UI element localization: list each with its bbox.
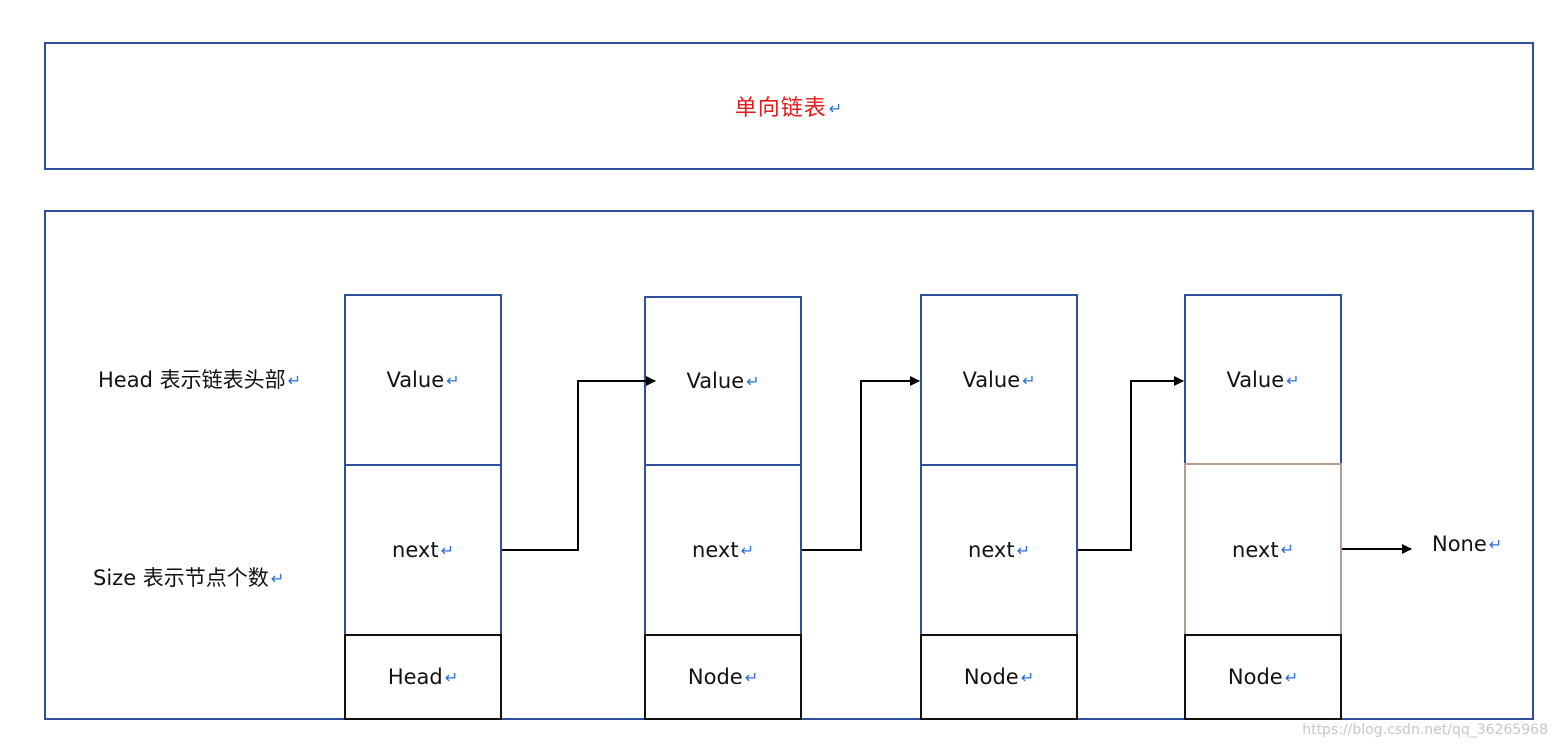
size-description-text: Size 表示节点个数 xyxy=(93,566,269,590)
return-mark-icon: ↵ xyxy=(1488,535,1503,554)
node-2-value-label: Value xyxy=(686,369,745,393)
return-mark-icon: ↵ xyxy=(1280,540,1294,559)
node-3-next-cell: next↵ xyxy=(920,464,1078,636)
title-frame: 单向链表↵ xyxy=(44,42,1534,170)
node-4-next-label: next xyxy=(1232,537,1279,562)
node-3-value-cell: Value↵ xyxy=(920,294,1078,466)
terminal-none: None↵ xyxy=(1432,532,1502,556)
return-mark-icon: ↵ xyxy=(1284,667,1299,687)
terminal-none-text: None xyxy=(1432,532,1487,556)
node-2-type-cell: Node↵ xyxy=(644,634,802,720)
return-mark-icon: ↵ xyxy=(1286,370,1300,390)
return-mark-icon: ↵ xyxy=(828,99,844,118)
return-mark-icon: ↵ xyxy=(744,667,759,687)
node-4-next-cell: next↵ xyxy=(1184,463,1342,636)
title-text: 单向链表 xyxy=(734,96,827,121)
return-mark-icon: ↵ xyxy=(440,540,454,560)
node-2-next-label: next xyxy=(692,538,739,562)
return-mark-icon: ↵ xyxy=(444,667,459,687)
node-1-type-label: Head xyxy=(387,665,443,689)
node-1-value-label: Value xyxy=(386,368,445,392)
node-3-type-cell: Node↵ xyxy=(920,634,1078,720)
node-1-next-cell: next↵ xyxy=(344,464,502,636)
watermark: https://blog.csdn.net/qq_36265968 xyxy=(1302,722,1548,738)
node-3-next-label: next xyxy=(968,538,1015,562)
node-4-value-label: Value xyxy=(1226,368,1285,392)
head-description-text: Head 表示链表头部 xyxy=(98,368,286,392)
size-description: Size 表示节点个数↵ xyxy=(93,562,284,592)
node-2-next-cell: next↵ xyxy=(644,464,802,636)
return-mark-icon: ↵ xyxy=(446,370,460,390)
return-mark-icon: ↵ xyxy=(746,371,760,391)
return-mark-icon: ↵ xyxy=(1022,370,1036,390)
node-4-value-cell: Value↵ xyxy=(1184,294,1342,466)
node-2-type-label: Node xyxy=(687,665,743,689)
node-2-value-cell: Value↵ xyxy=(644,296,802,466)
return-mark-icon: ↵ xyxy=(740,540,754,560)
return-mark-icon: ↵ xyxy=(270,569,285,588)
node-1-type-cell: Head↵ xyxy=(344,634,502,720)
return-mark-icon: ↵ xyxy=(1016,540,1030,560)
node-1-value-cell: Value↵ xyxy=(344,294,502,466)
node-3-type-label: Node xyxy=(963,665,1019,689)
node-3-value-label: Value xyxy=(962,368,1021,392)
return-mark-icon: ↵ xyxy=(1020,667,1035,687)
page-title: 单向链表↵ xyxy=(46,90,1532,122)
node-4-type-label: Node xyxy=(1227,665,1283,689)
node-1-next-label: next xyxy=(392,538,439,562)
return-mark-icon: ↵ xyxy=(287,371,301,390)
head-description: Head 表示链表头部↵ xyxy=(98,364,301,394)
node-4-type-cell: Node↵ xyxy=(1184,634,1342,720)
